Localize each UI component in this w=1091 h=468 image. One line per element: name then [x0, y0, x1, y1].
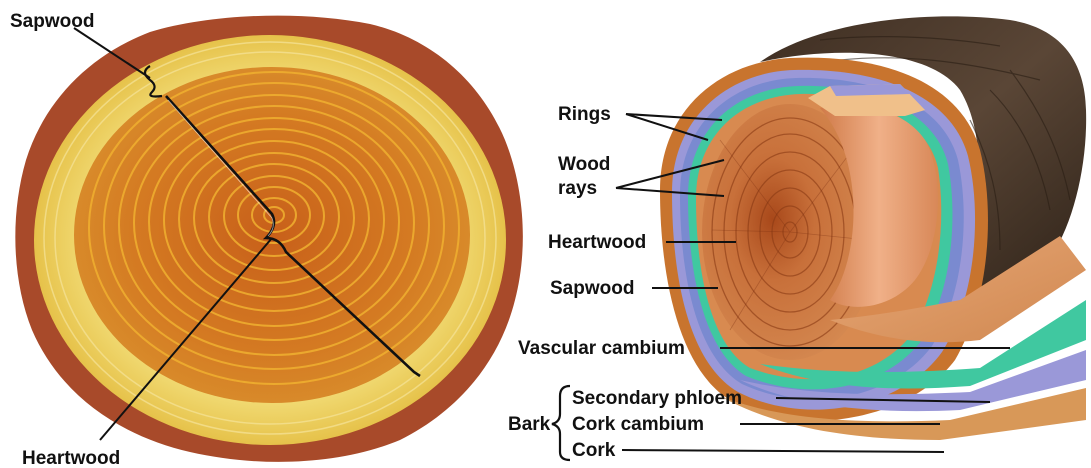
cork-label: Cork — [572, 440, 616, 461]
inner-cut-cambium-strip — [830, 84, 910, 96]
sapwood-label-left: Sapwood — [10, 11, 94, 32]
rings-label: Rings — [558, 104, 611, 125]
bark-label: Bark — [508, 414, 551, 435]
log-cross-section: Sapwood Heartwood — [10, 11, 523, 468]
heartwood-label-left: Heartwood — [22, 448, 120, 468]
bark-brace — [552, 386, 570, 460]
heartwood-label-right: Heartwood — [548, 232, 646, 253]
sapwood-label-right: Sapwood — [550, 278, 634, 299]
wood-rays-label-line1: Wood — [558, 154, 610, 175]
vascular-cambium-label: Vascular cambium — [518, 338, 685, 359]
trunk-diagram: Rings Wood rays Heartwood Sapwood Vascul… — [508, 16, 1086, 461]
cork-cambium-label: Cork cambium — [572, 414, 704, 435]
wood-rays-label-line2: rays — [558, 178, 597, 199]
secondary-phloem-label: Secondary phloem — [572, 388, 742, 409]
